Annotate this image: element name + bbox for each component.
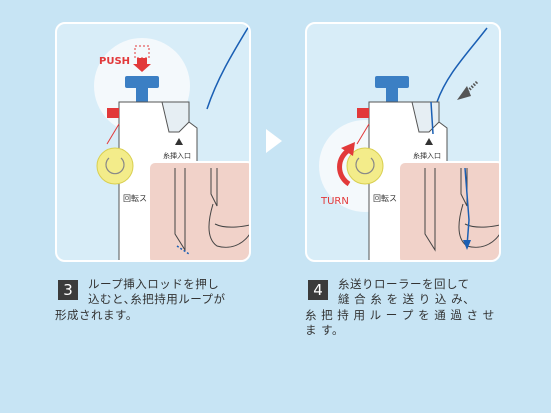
grasping-loop [208,203,249,248]
zoom-inset [148,161,249,260]
push-arrow-icon [133,58,151,72]
step-4-illustration: 糸挿入口 TURN 回転ス [305,22,501,262]
rotate-label: 回転ス [123,194,147,203]
step-3-caption-head: ループ挿入ロッドを押し 込むと､糸把持用ループが [88,277,226,307]
caption-line: 糸送りローラーを回して [338,277,470,291]
thread-line [206,25,249,110]
red-thread-line [106,123,120,145]
insert-marker-icon [425,138,433,145]
rotate-arrow-icon [355,157,375,175]
thread-line [434,27,488,135]
thread-insert-label: 糸挿入口 [413,151,441,160]
push-label: PUSH [99,56,130,67]
caption-line: 形成されます。 [55,308,138,322]
needle-outline [424,168,436,252]
rod-outline [210,168,218,207]
loop-rod-stem [136,88,148,102]
rotate-label: 回転ス [373,194,397,203]
needle-outline [174,168,186,252]
play-arrow-icon [266,129,282,153]
loop-rod-stem [386,88,398,102]
caption-line: ループ挿入ロッドを押し [88,277,220,291]
step-3-illustration: PUSH 糸挿入口 回転ス [55,22,251,262]
caption-line: 縫 合 糸 を 送 り 込 み、 [338,292,476,306]
caption-line: ま す。 [305,323,345,337]
step-3-number: 3 [58,280,78,300]
feed-roller [346,147,384,185]
turn-label: TURN [320,196,349,207]
device-notch [161,101,190,133]
side-tab [107,108,119,118]
thread-down-arrow-icon [463,240,471,250]
side-tab [357,108,369,118]
thread-through-loop [464,167,470,247]
loop-rod-cap [375,76,409,88]
red-thread-line [356,123,370,145]
caption-line: 込むと､糸把持用ループが [88,292,226,306]
step-4-drawing: 糸挿入口 TURN 回転ス [319,27,499,260]
zoom-inset [398,161,499,260]
turn-arrow-icon [337,147,351,187]
step-4-number: 4 [308,280,328,300]
insert-marker-icon [175,138,183,145]
thread-in-device [430,101,434,135]
loop-rod-cap [125,76,159,88]
step-4-caption-head: 糸送りローラーを回して 縫 合 糸 を 送 り 込 み、 [338,277,475,307]
feed-roller [96,147,134,185]
caption-line: 糸 把 持 用 ル ー プ を 通 過 さ せ [305,308,495,322]
thread-insert-label: 糸挿入口 [163,151,191,160]
step-3-drawing: PUSH 糸挿入口 回転ス [94,25,249,260]
rotate-arrow-icon [105,157,125,175]
grasping-loop [458,203,499,248]
turn-arrowhead-icon [341,142,355,156]
step-4-caption-tail: 糸 把 持 用 ル ー プ を 通 過 さ せ ま す。 [305,308,495,338]
loop-direction-icon [176,245,190,255]
feed-arrow-icon [457,86,471,100]
step-3-caption-tail: 形成されます。 [55,308,138,323]
